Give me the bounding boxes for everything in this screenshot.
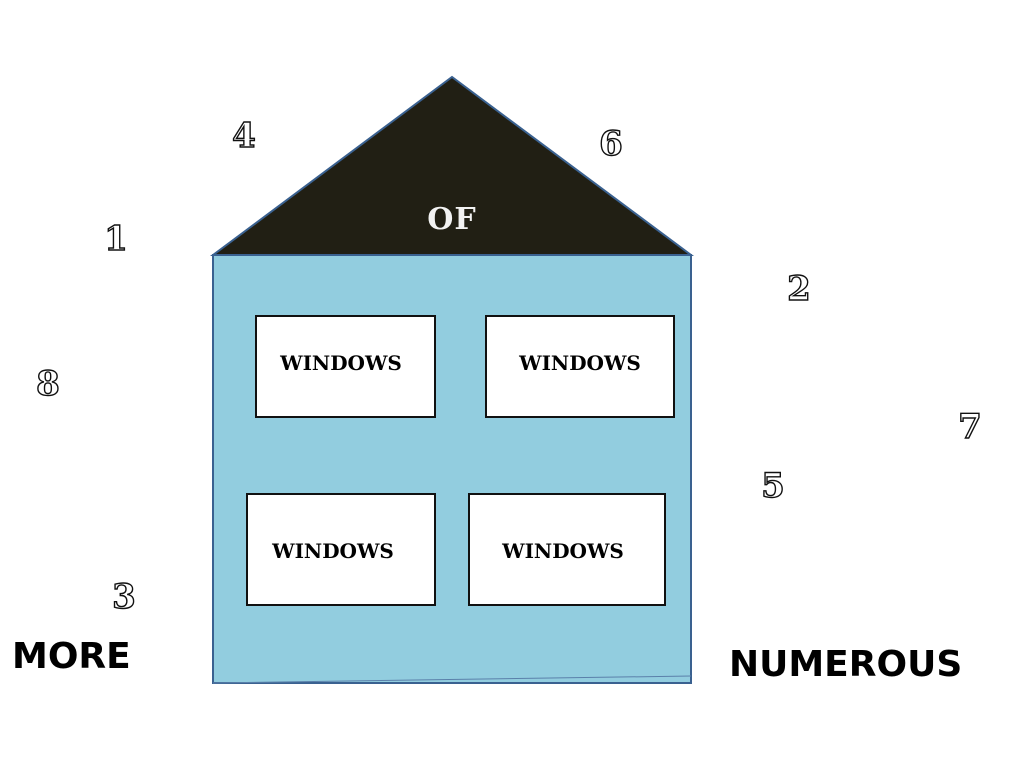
number-label: 4 [232,116,256,156]
window-top-right [485,315,675,418]
number-label: 1 [104,219,128,259]
number-label: 6 [599,124,623,164]
window-label-top-left: WINDOWS [279,351,402,375]
roof-label: OF [427,202,476,237]
word-more: MORE [12,636,131,677]
number-label: 7 [958,407,982,447]
word-numerous: NUMEROUS [729,644,962,685]
window-top-left [255,315,436,418]
number-label: 3 [112,577,136,617]
window-label-bottom-left: WINDOWS [271,539,394,563]
number-label: 2 [787,269,811,309]
number-label: 5 [761,466,785,506]
window-bottom-right [468,493,666,606]
wall-base-line [212,675,692,684]
window-bottom-left [246,493,436,606]
window-label-bottom-right: WINDOWS [501,539,624,563]
number-label: 8 [36,364,60,404]
window-label-top-right: WINDOWS [518,351,641,375]
roof [209,75,695,256]
